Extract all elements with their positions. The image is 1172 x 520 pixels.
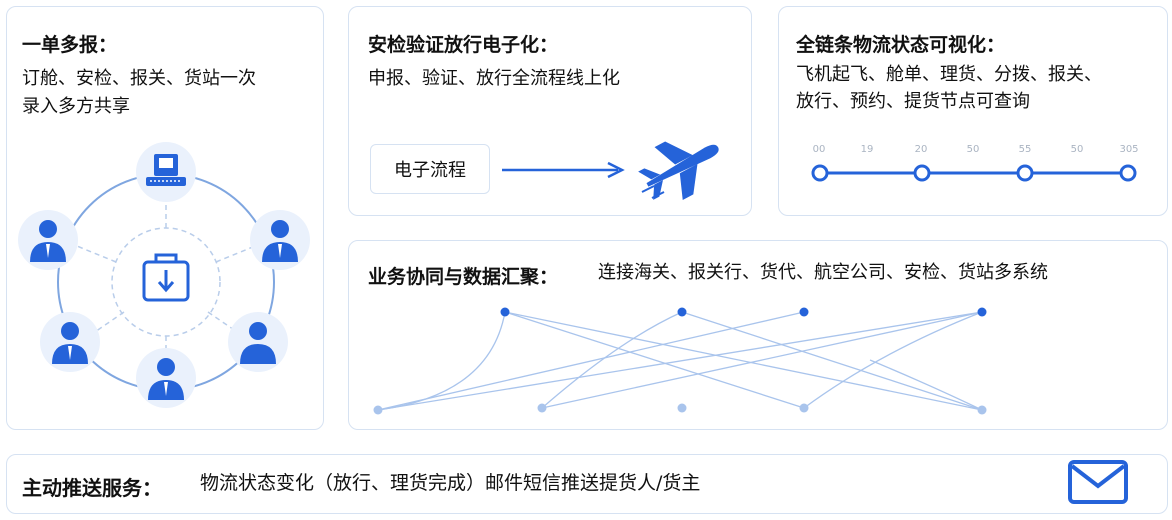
timeline-tick: 50 <box>966 144 980 155</box>
panel4-title: 业务协同与数据汇聚： <box>368 266 559 288</box>
system-node <box>677 307 687 317</box>
panel-collaboration-data <box>348 240 1168 430</box>
person-icon <box>136 348 196 408</box>
panel4-desc: 连接海关、报关行、货代、航空公司、安检、货站多系统 <box>598 262 1048 283</box>
timeline-node <box>1119 164 1137 182</box>
airplane-icon <box>638 141 719 201</box>
panel3-title: 全链条物流状态可视化： <box>796 34 1006 56</box>
panel5-title: 主动推送服务： <box>22 476 162 500</box>
system-connection-network <box>373 307 987 415</box>
person-icon <box>18 210 78 270</box>
person-icon <box>40 312 100 372</box>
system-node <box>799 307 809 317</box>
panel-push-service <box>6 454 1168 514</box>
briefcase-download-icon <box>142 253 190 302</box>
timeline-tick: 00 <box>812 144 826 155</box>
panel3-desc-line1: 飞机起飞、舱单、理货、分拨、报关、 <box>796 64 1102 85</box>
timeline-node <box>811 164 829 182</box>
panel-logistics-visualization <box>778 6 1168 216</box>
system-node <box>977 307 987 317</box>
panel1-desc-line1: 订舱、安检、报关、货站一次 <box>22 68 256 89</box>
panel2-title: 安检验证放行电子化： <box>368 34 559 56</box>
timeline-tick: 19 <box>860 144 874 155</box>
building-icon <box>136 142 196 202</box>
flow-arrow <box>502 161 625 179</box>
person-icon <box>228 312 288 372</box>
status-timeline <box>811 164 1137 182</box>
panel5-desc: 物流状态变化（放行、理货完成）邮件短信推送提货人/货主 <box>200 472 701 494</box>
system-node <box>373 405 383 415</box>
system-node <box>799 403 809 413</box>
timeline-tick: 50 <box>1070 144 1084 155</box>
mail-icon <box>1068 460 1128 504</box>
panel2-desc: 申报、验证、放行全流程线上化 <box>368 68 620 89</box>
system-node <box>977 405 987 415</box>
system-node <box>677 403 687 413</box>
panel1-desc-line2: 录入多方共享 <box>22 96 130 117</box>
timeline-node <box>1016 164 1034 182</box>
person-icon <box>250 210 310 270</box>
timeline-node <box>913 164 931 182</box>
panel3-desc-line2: 放行、预约、提货节点可查询 <box>796 91 1030 112</box>
timeline-tick: 305 <box>1119 144 1139 155</box>
system-node <box>500 307 510 317</box>
stakeholder-network-diagram <box>18 142 310 408</box>
panel1-title: 一单多报： <box>22 34 118 56</box>
timeline-tick: 20 <box>914 144 928 155</box>
flow-label-box: 电子流程 <box>370 144 490 194</box>
system-node <box>537 403 547 413</box>
timeline-tick: 55 <box>1018 144 1032 155</box>
